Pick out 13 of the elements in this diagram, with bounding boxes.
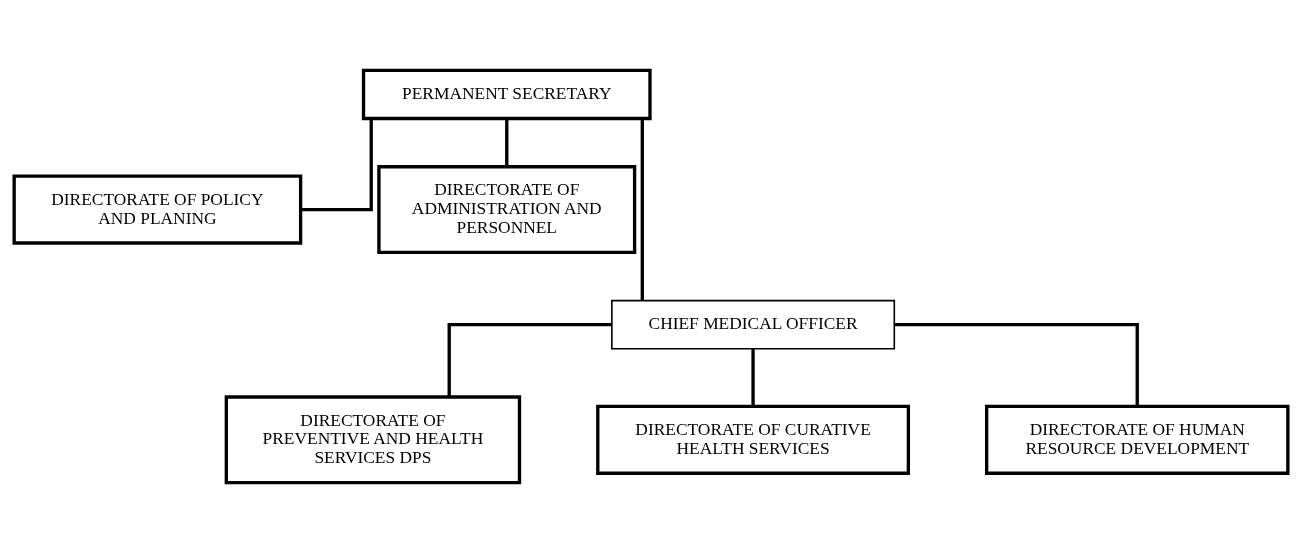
- connector: [751, 348, 755, 406]
- node-box: DIRECTORATE OF PREVENTIVE AND HEALTH SERVICES DPS: [224, 394, 522, 484]
- node-box: DIRECTORATE OF HUMAN RESOURCE DEVELOPMENT: [985, 404, 1290, 475]
- connector: [640, 118, 644, 300]
- connector: [894, 322, 1139, 406]
- connector: [301, 118, 373, 211]
- node-box: DIRECTORATE OF CURATIVE HEALTH SERVICES: [596, 404, 911, 475]
- node-box: CHIEF MEDICAL OFFICER: [611, 299, 896, 350]
- node-box: DIRECTORATE OF ADMINISTRATION AND PERSONNEL: [377, 164, 637, 254]
- node-box: PERMANENT SECRETARY: [361, 68, 652, 120]
- connector: [505, 118, 509, 167]
- node-box: DIRECTORATE OF POLICY AND PLANING: [12, 173, 303, 245]
- connector: [447, 322, 612, 397]
